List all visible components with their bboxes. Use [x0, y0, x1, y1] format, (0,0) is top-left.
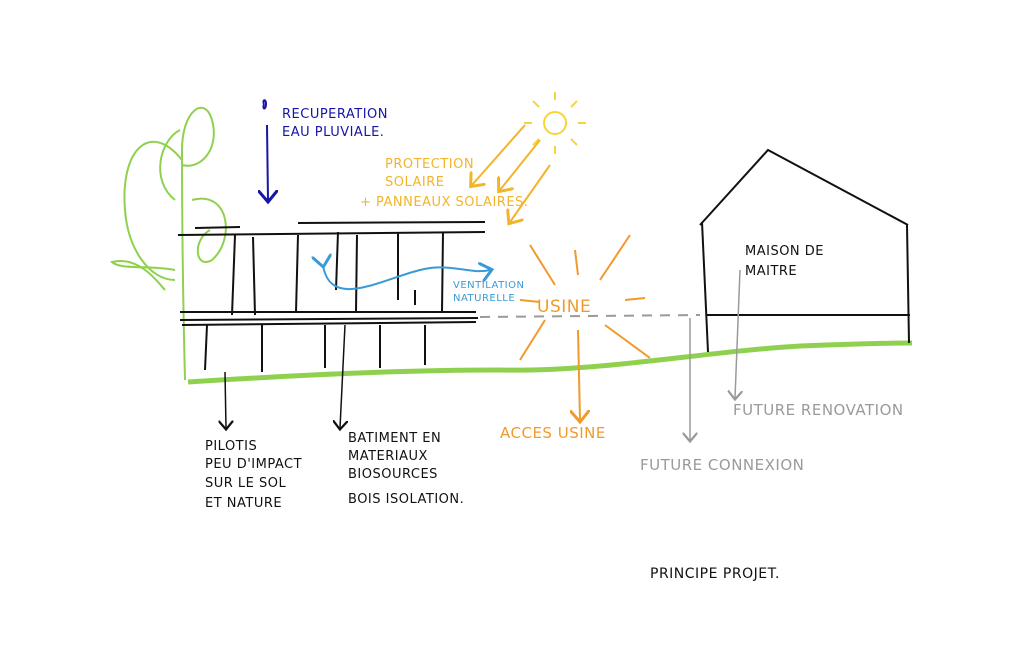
sun-icon — [524, 92, 586, 154]
usine-label: USINE — [537, 297, 591, 317]
rain-label-2: EAU PLUVIALE. — [282, 125, 384, 140]
future-connexion-label: FUTURE CONNEXION — [640, 456, 804, 474]
solar-label-2: SOLAIRE — [385, 175, 445, 190]
future-connexion-line — [479, 314, 701, 318]
sun-rays-arrows — [472, 124, 551, 222]
maison-label-2: MAITRE — [745, 264, 797, 279]
acces-usine-label: ACCES USINE — [500, 424, 606, 442]
maison-drawing — [699, 148, 910, 353]
ventilation-label-2: NATURELLE — [453, 293, 515, 304]
maison-label-1: MAISON DE — [745, 244, 824, 259]
usine-burst — [519, 234, 651, 420]
rain-arrow — [263, 99, 268, 200]
bois-label: BOIS ISOLATION. — [348, 492, 464, 507]
rain-label-1: RECUPERATION — [282, 107, 388, 122]
future-renovation-label: FUTURE RENOVATION — [733, 401, 904, 419]
ventilation-label-1: VENTILATION — [453, 280, 524, 291]
annotation-arrows — [225, 324, 345, 428]
tree-drawing — [110, 106, 227, 381]
pilotis-label-2: PEU D'IMPACT — [205, 457, 302, 472]
solar-label-1: PROTECTION — [385, 157, 474, 172]
solar-label-3: + PANNEAUX SOLAIRES. — [360, 195, 528, 210]
ground-line — [187, 340, 913, 385]
ventilation-arrow — [323, 265, 490, 291]
pilotis-label-4: ET NATURE — [205, 496, 282, 511]
batiment-label-1: BATIMENT EN — [348, 431, 441, 446]
pilotis-label-1: PILOTIS — [205, 439, 257, 454]
building-drawing — [177, 221, 486, 372]
batiment-label-3: BIOSOURCES — [348, 467, 438, 482]
pilotis-label-3: SUR LE SOL — [205, 476, 287, 491]
future-arrows — [690, 269, 740, 440]
diagram-title: PRINCIPE PROJET. — [650, 566, 780, 582]
batiment-label-2: MATERIAUX — [348, 449, 428, 464]
